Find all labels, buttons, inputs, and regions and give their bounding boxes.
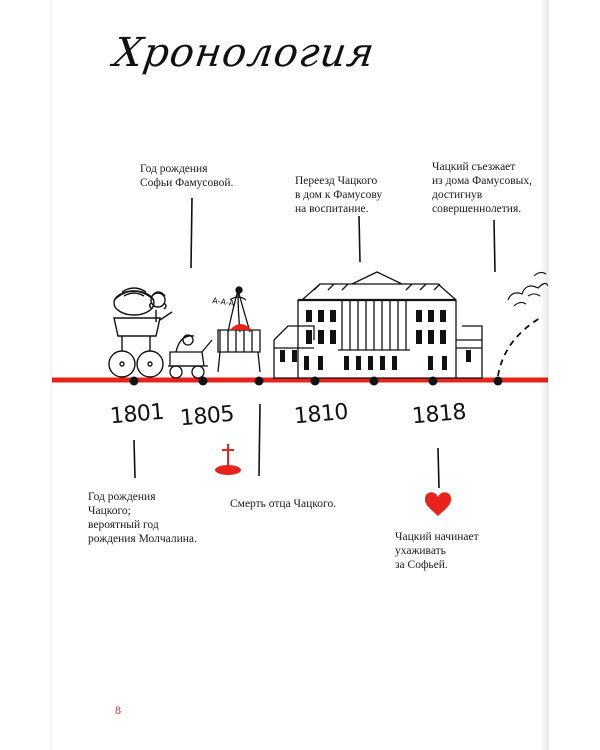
timeline-dot — [198, 376, 208, 386]
event-note-bottom-2: Смерть отца Чацкого. — [230, 498, 337, 510]
page-number: 8 — [115, 703, 121, 717]
grave-cross-icon — [215, 444, 241, 475]
heart-icon — [424, 492, 452, 516]
leader-line — [437, 447, 440, 489]
leader-lines-bottom — [133, 403, 440, 489]
page-edge-shadow — [540, 0, 548, 750]
timeline-illustration: А-А-А — [52, 197, 548, 516]
timeline-dot — [369, 376, 379, 386]
event-note-top-2: Переезд Чацкого в дом к Фамусову на восп… — [295, 175, 383, 215]
event-note-top-3: Чацкий съезжает из дома Фамусовых, дости… — [432, 161, 532, 215]
year-label-1818: 1818 — [411, 399, 467, 430]
event-note-bottom-1: Год рождения Чацкого; вероятный год рожд… — [88, 491, 197, 545]
baby-cry-text: А-А-А — [212, 296, 236, 308]
leader-line — [133, 439, 136, 479]
crib-illustration — [217, 286, 261, 373]
small-stroller-illustration — [168, 334, 213, 379]
leader-line — [493, 219, 496, 273]
leader-line — [258, 403, 261, 477]
mansion-illustration — [273, 271, 483, 379]
leader-lines-top — [190, 197, 496, 273]
year-label-1801: 1801 — [109, 399, 165, 430]
book-page: Хронология — [52, 0, 548, 750]
event-note-bottom-3: Чацкий начинает ухаживать за Софьей. — [395, 531, 479, 571]
timeline-dot — [493, 376, 503, 386]
leader-line — [358, 215, 361, 263]
timeline-dot — [310, 376, 320, 386]
year-label-1810: 1810 — [293, 399, 349, 430]
timeline-dot — [254, 376, 264, 386]
stroller-illustration — [108, 287, 173, 378]
timeline-dot — [428, 376, 438, 386]
timeline-dot — [129, 376, 139, 386]
departure-illustration — [497, 271, 548, 377]
event-note-top-1: Год рождения Софьи Фамусовой. — [140, 163, 234, 189]
timeline-dots — [129, 376, 503, 386]
leader-line — [190, 197, 193, 269]
year-label-1805: 1805 — [179, 401, 235, 432]
